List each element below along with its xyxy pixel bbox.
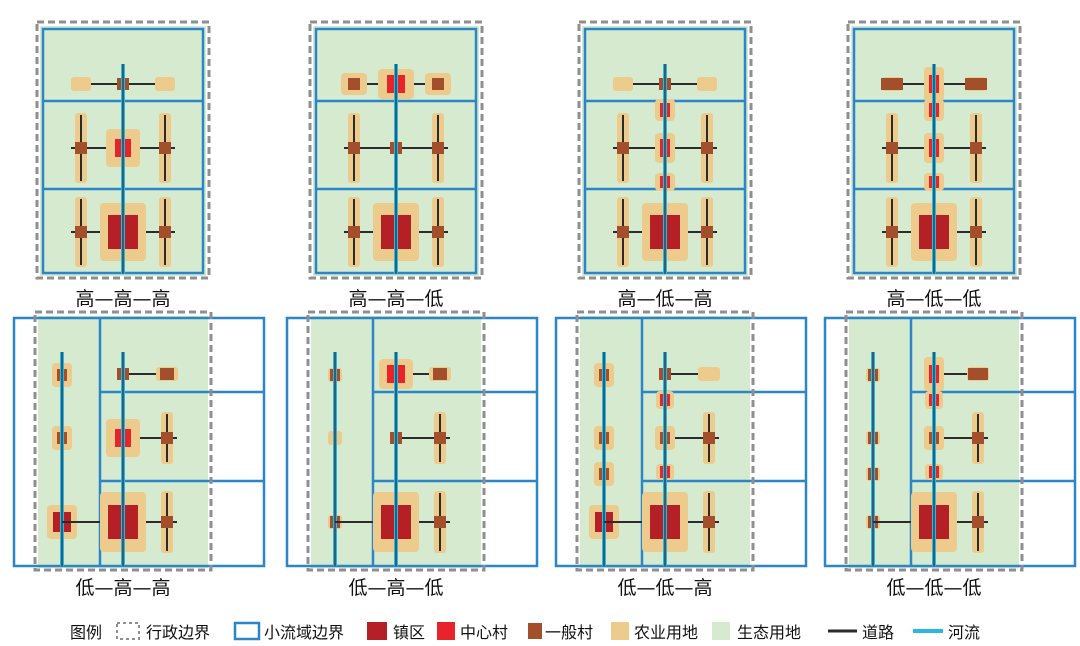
admin-boundary xyxy=(308,20,484,280)
admin-boundary xyxy=(577,20,753,280)
general-village-top-right xyxy=(160,368,174,380)
legend-label-center-village: 中心村 xyxy=(460,623,508,642)
watershed-boundary xyxy=(12,316,266,568)
legend-label-general-village: 一般村 xyxy=(545,623,593,642)
right-mid-village xyxy=(703,432,715,444)
side-left-low-village xyxy=(75,226,87,238)
legend-swatch-ecological-land xyxy=(712,622,730,640)
legend-swatch-general-village xyxy=(528,623,542,639)
caption-llh: 低—低—高 xyxy=(617,577,712,599)
general-village-top-right xyxy=(965,78,987,90)
side-left-top-farmland xyxy=(71,77,91,91)
side-right-low-village xyxy=(701,226,713,238)
side-left-top-farmland xyxy=(613,77,633,91)
caption-hll: 高—低—低 xyxy=(886,288,981,310)
caption-lhl: 低—高—低 xyxy=(348,577,443,599)
legend-label-admin-boundary: 行政边界 xyxy=(146,623,210,642)
side-right-top-farmland xyxy=(155,77,175,91)
side-left-low-village xyxy=(886,226,898,238)
side-right-top-farmland xyxy=(697,77,717,91)
right-low-village xyxy=(434,516,446,528)
general-village-top-left xyxy=(348,78,360,90)
watershed-boundary xyxy=(285,316,539,568)
right-top-farmland xyxy=(698,367,720,381)
admin-boundary xyxy=(846,20,1022,280)
admin-boundary xyxy=(575,310,755,572)
legend-swatch-farmland xyxy=(611,622,629,640)
side-left-mid-village xyxy=(886,142,898,154)
side-left-low-village xyxy=(617,226,629,238)
panel-lhh xyxy=(12,310,266,572)
general-village-top-right xyxy=(433,368,447,380)
caption-hhh: 高—高—高 xyxy=(75,288,170,310)
legend-label-road: 道路 xyxy=(862,623,894,642)
legend-label-town: 镇区 xyxy=(393,623,425,642)
panel-lll xyxy=(823,310,1077,572)
side-right-low-village xyxy=(159,226,171,238)
right-mid-village xyxy=(161,432,173,444)
admin-boundary xyxy=(33,310,213,572)
side-right-low-village xyxy=(970,226,982,238)
side-left-mid-village xyxy=(75,142,87,154)
side-left-mid-village xyxy=(348,142,360,154)
watershed-boundary xyxy=(823,316,1077,568)
panel-lhl xyxy=(285,310,539,572)
legend-swatch-watershed-boundary xyxy=(233,621,261,641)
general-village-top-right xyxy=(432,78,444,90)
legend-label-farmland: 农业用地 xyxy=(634,623,698,642)
admin-boundary xyxy=(844,310,1024,572)
legend: 图例 行政边界 小流域边界 镇区 中心村 一般村 农业用地 生态用地 道路 河流 xyxy=(70,621,980,642)
caption-lhh: 低—高—高 xyxy=(75,577,170,599)
caption-lll: 低—低—低 xyxy=(886,577,981,599)
right-low-village xyxy=(161,516,173,528)
legend-title: 图例 xyxy=(70,623,102,642)
legend-label-ecological-land: 生态用地 xyxy=(737,623,801,642)
right-mid-village xyxy=(434,432,446,444)
caption-hlh: 高—低—高 xyxy=(617,288,712,310)
side-right-mid-village xyxy=(970,142,982,154)
side-left-mid-village xyxy=(617,142,629,154)
legend-label-river: 河流 xyxy=(948,623,980,642)
panel-hll xyxy=(846,20,1022,280)
right-mid-village xyxy=(972,432,984,444)
side-right-mid-village xyxy=(701,142,713,154)
admin-boundary xyxy=(35,20,211,280)
panel-hhl xyxy=(308,20,484,280)
side-left-low-village xyxy=(348,226,360,238)
right-low-village xyxy=(703,516,715,528)
legend-swatch-center-village xyxy=(437,622,455,640)
general-village-top-right xyxy=(968,368,988,380)
legend-swatch-admin-boundary xyxy=(116,622,140,640)
side-right-mid-village xyxy=(432,142,444,154)
general-village-top-left xyxy=(881,78,903,90)
panel-hhh xyxy=(35,20,211,280)
right-low-village xyxy=(972,516,984,528)
side-right-mid-village xyxy=(159,142,171,154)
panel-llh xyxy=(554,310,808,572)
admin-boundary xyxy=(306,310,486,572)
watershed-boundary xyxy=(554,316,808,568)
side-right-low-village xyxy=(432,226,444,238)
legend-label-watershed-boundary: 小流域边界 xyxy=(264,623,344,642)
legend-swatch-town xyxy=(367,622,387,640)
panel-hlh xyxy=(577,20,753,280)
caption-hhl: 高—高—低 xyxy=(348,288,443,310)
